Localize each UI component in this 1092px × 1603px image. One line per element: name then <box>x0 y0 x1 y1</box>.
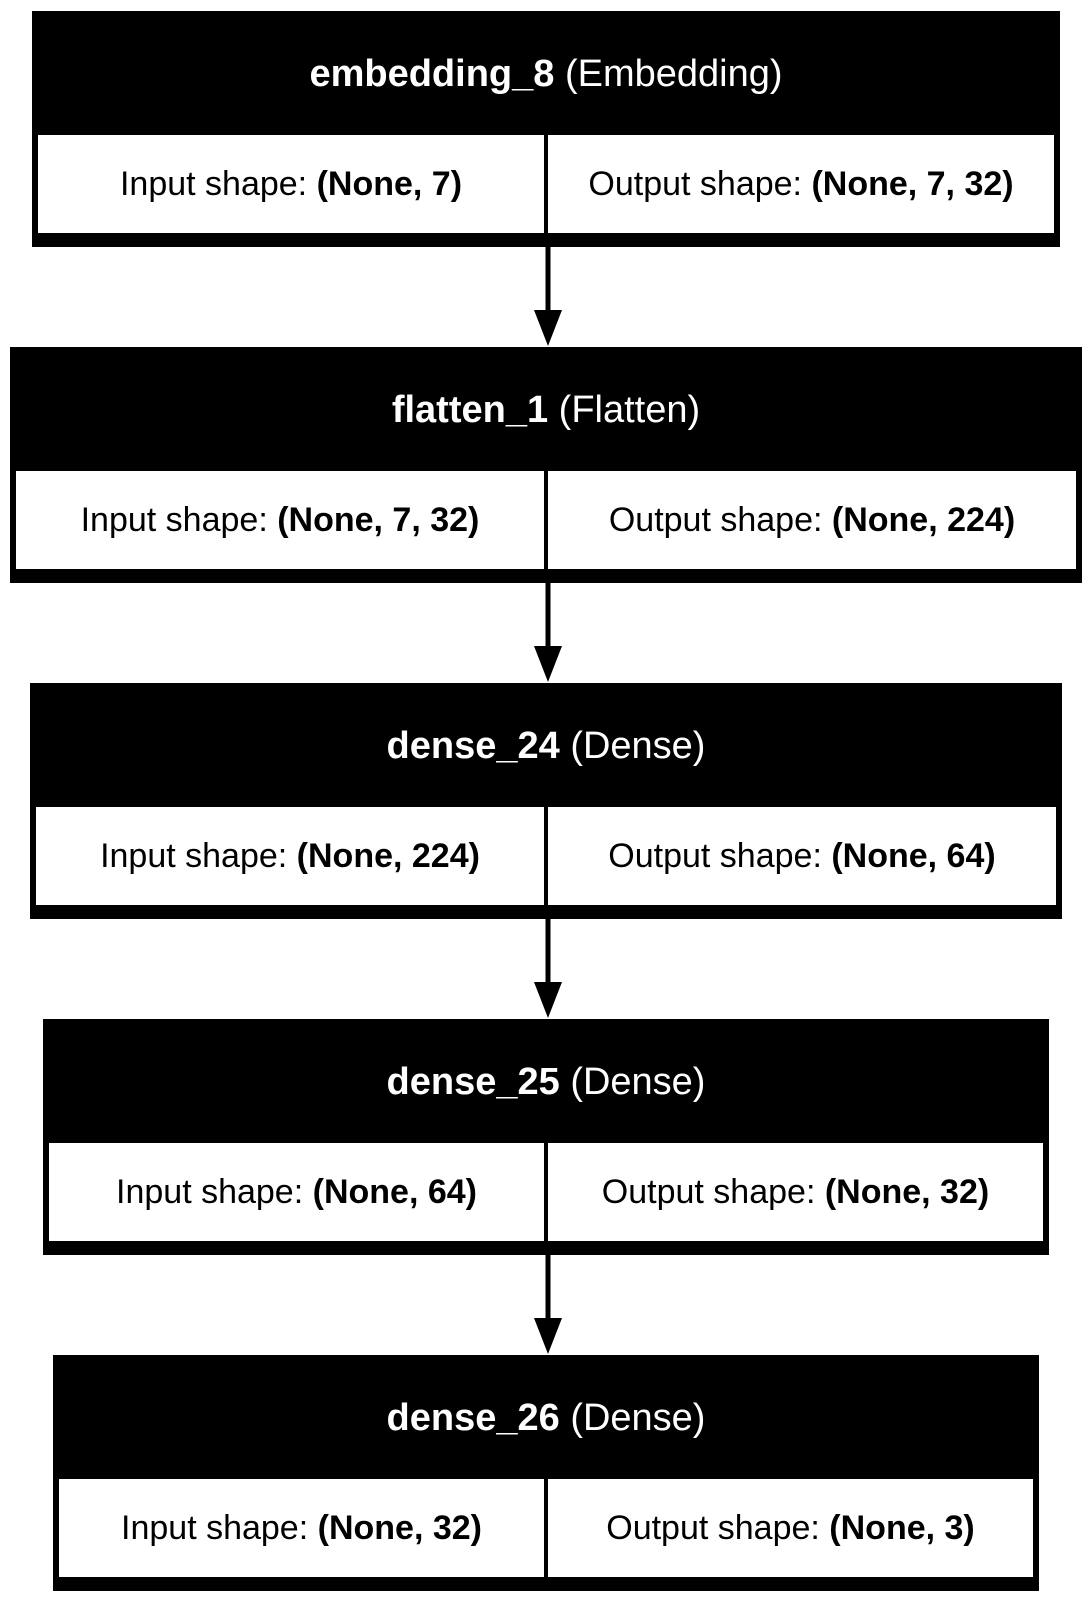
edge-flatten-to-dense24 <box>534 582 562 682</box>
output-shape-value: (None, 64) <box>831 836 996 875</box>
output-shape-value: (None, 32) <box>824 1172 990 1211</box>
layer-name: dense_24 <box>386 724 560 767</box>
layer-name: dense_25 <box>386 1060 560 1103</box>
layer-node-dense-24: dense_24 (Dense) Input shape: (None, 224… <box>30 683 1062 919</box>
edge-dense24-to-dense25 <box>534 918 562 1018</box>
shape-row: Input shape: (None, 32) Output shape: (N… <box>59 1475 1033 1577</box>
input-shape-value: (None, 7, 32) <box>277 500 480 539</box>
shape-row: Input shape: (None, 64) Output shape: (N… <box>49 1139 1043 1241</box>
arrow-head-icon <box>534 646 562 682</box>
output-shape-label: Output shape: <box>608 500 832 539</box>
arrow-head-icon <box>534 1318 562 1354</box>
edge-embedding-to-flatten <box>534 245 562 346</box>
output-shape-cell: Output shape: (None, 64) <box>548 807 1056 905</box>
input-shape-label: Input shape: <box>116 1172 313 1211</box>
output-shape-cell: Output shape: (None, 7, 32) <box>548 135 1054 233</box>
layer-node-embedding: embedding_8 (Embedding) Input shape: (No… <box>32 11 1060 247</box>
output-shape-label: Output shape: <box>601 1172 825 1211</box>
output-shape-cell: Output shape: (None, 224) <box>548 471 1076 569</box>
layer-type: (Embedding) <box>564 52 783 95</box>
layer-type: (Dense) <box>570 1060 706 1103</box>
input-shape-cell: Input shape: (None, 64) <box>49 1143 544 1241</box>
layer-name: flatten_1 <box>391 388 549 431</box>
output-shape-cell: Output shape: (None, 3) <box>548 1479 1033 1577</box>
input-shape-label: Input shape: <box>100 836 297 875</box>
layer-node-dense-25: dense_25 (Dense) Input shape: (None, 64)… <box>43 1019 1049 1255</box>
output-shape-label: Output shape: <box>608 836 832 875</box>
output-shape-value: (None, 7, 32) <box>811 164 1014 203</box>
output-shape-value: (None, 224) <box>831 500 1016 539</box>
input-shape-value: (None, 224) <box>296 836 480 875</box>
layer-name: embedding_8 <box>309 52 555 95</box>
input-shape-cell: Input shape: (None, 7, 32) <box>16 471 544 569</box>
shape-row: Input shape: (None, 224) Output shape: (… <box>36 803 1056 905</box>
shape-row: Input shape: (None, 7, 32) Output shape:… <box>16 467 1076 569</box>
input-shape-label: Input shape: <box>121 1508 318 1547</box>
layer-type: (Dense) <box>570 1396 706 1439</box>
layer-node-flatten: flatten_1 (Flatten) Input shape: (None, … <box>10 347 1082 583</box>
layer-node-dense-26: dense_26 (Dense) Input shape: (None, 32)… <box>53 1355 1039 1591</box>
shape-row: Input shape: (None, 7) Output shape: (No… <box>38 131 1054 233</box>
layer-title: dense_24 (Dense) <box>36 689 1056 803</box>
output-shape-cell: Output shape: (None, 32) <box>548 1143 1043 1241</box>
edge-dense25-to-dense26 <box>534 1254 562 1354</box>
arrow-head-icon <box>534 310 562 346</box>
input-shape-value: (None, 7) <box>316 164 463 203</box>
output-shape-label: Output shape: <box>606 1508 830 1547</box>
layer-title: dense_25 (Dense) <box>49 1025 1043 1139</box>
layer-title: flatten_1 (Flatten) <box>16 353 1076 467</box>
input-shape-cell: Input shape: (None, 32) <box>59 1479 544 1577</box>
layer-title: dense_26 (Dense) <box>59 1361 1033 1475</box>
input-shape-cell: Input shape: (None, 7) <box>38 135 544 233</box>
layer-type: (Dense) <box>570 724 706 767</box>
arrow-head-icon <box>534 982 562 1018</box>
input-shape-value: (None, 32) <box>317 1508 482 1547</box>
input-shape-label: Input shape: <box>119 164 317 203</box>
layer-title: embedding_8 (Embedding) <box>38 17 1054 131</box>
output-shape-label: Output shape: <box>588 164 812 203</box>
input-shape-label: Input shape: <box>80 500 278 539</box>
layer-type: (Flatten) <box>558 388 701 431</box>
layer-name: dense_26 <box>386 1396 560 1439</box>
input-shape-cell: Input shape: (None, 224) <box>36 807 544 905</box>
output-shape-value: (None, 3) <box>829 1508 975 1547</box>
input-shape-value: (None, 64) <box>312 1172 477 1211</box>
